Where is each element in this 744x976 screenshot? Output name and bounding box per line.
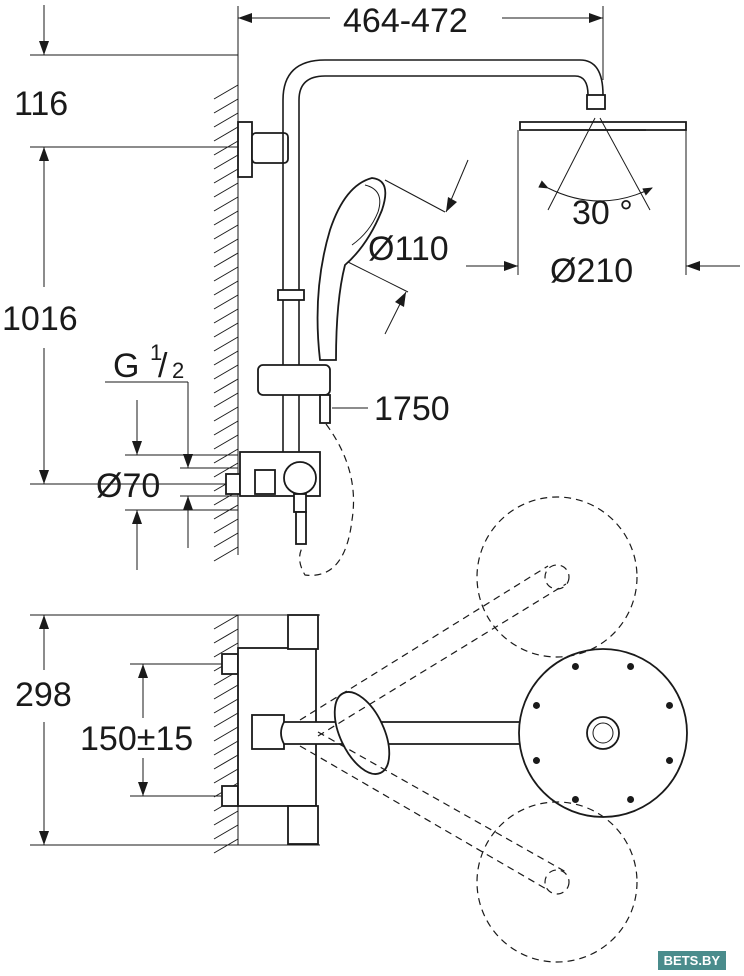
mount-hole xyxy=(571,796,579,804)
width-range-label: 464-472 xyxy=(343,2,468,40)
hatch-line xyxy=(213,448,239,464)
hose-length-label: 1750 xyxy=(374,390,450,428)
hand-shower-diameter-label: Ø110 xyxy=(368,230,449,268)
hand-shower: Ø110 xyxy=(316,159,469,361)
thread-denominator: 2 xyxy=(172,358,184,383)
hatch-line xyxy=(213,168,239,184)
hatch-line xyxy=(213,628,239,644)
hatch-line xyxy=(213,140,239,156)
head-shower-diameter-label: Ø210 xyxy=(550,252,633,290)
hatch-line xyxy=(213,754,239,770)
hatch-line xyxy=(213,614,239,630)
hatch-line xyxy=(213,84,239,100)
hose-dimension: 1750 xyxy=(299,390,450,576)
bracket-dimensions: 298 150±15 xyxy=(15,614,320,846)
hatch-line xyxy=(213,518,239,534)
hatch-line xyxy=(213,838,239,854)
width-dimension: 464-472 xyxy=(237,2,604,85)
hatch-line xyxy=(213,112,239,128)
hatch-line xyxy=(213,740,239,756)
head-disk xyxy=(518,648,688,818)
hatch-line xyxy=(213,98,239,114)
hatch-line xyxy=(213,768,239,784)
angle-label: 30 ° xyxy=(572,194,633,232)
mount-hole xyxy=(532,757,540,765)
shower-rail xyxy=(237,59,606,460)
hatch-line xyxy=(213,462,239,478)
wall-hatch-top xyxy=(213,84,239,562)
hatch-line xyxy=(213,406,239,422)
hatch-line xyxy=(213,504,239,520)
hatch-line xyxy=(213,308,239,324)
thread-numerator: 1 xyxy=(150,340,162,365)
hatch-line xyxy=(213,154,239,170)
height-label: 1016 xyxy=(2,300,78,338)
inlet-diameter-label: Ø70 xyxy=(96,467,160,505)
thread-label: G xyxy=(113,347,139,385)
thread-slash: / xyxy=(158,347,168,385)
swing-positions xyxy=(299,496,638,963)
inlet-spacing-label: 150±15 xyxy=(80,720,193,758)
hatch-line xyxy=(213,210,239,226)
hatch-line xyxy=(213,266,239,282)
mount-hole xyxy=(627,796,635,804)
hatch-line xyxy=(213,364,239,380)
vertical-dimensions: 116 1016 xyxy=(2,5,238,485)
thread-dimension: G 1 / 2 xyxy=(105,340,193,548)
hatch-line xyxy=(213,726,239,742)
hatch-line xyxy=(213,420,239,436)
hatch-line xyxy=(213,698,239,714)
hatch-line xyxy=(213,322,239,338)
hatch-line xyxy=(213,642,239,658)
mount-hole xyxy=(666,757,674,765)
hatch-line xyxy=(213,434,239,450)
bracket-height-label: 298 xyxy=(15,676,72,714)
hatch-line xyxy=(213,224,239,240)
hatch-line xyxy=(213,280,239,296)
hatch-line xyxy=(213,378,239,394)
hatch-line xyxy=(213,532,239,548)
inlet-diameter-dimension: Ø70 xyxy=(96,400,238,570)
hatch-line xyxy=(213,182,239,198)
hatch-line xyxy=(213,712,239,728)
hatch-line xyxy=(213,392,239,408)
hatch-line xyxy=(213,350,239,366)
hatch-line xyxy=(213,196,239,212)
hatch-line xyxy=(213,810,239,826)
head-shower: 30 ° Ø210 xyxy=(466,117,740,290)
hatch-line xyxy=(213,238,239,254)
hatch-line xyxy=(213,336,239,352)
mount-hole xyxy=(571,662,579,670)
hatch-line xyxy=(213,252,239,268)
hatch-line xyxy=(213,684,239,700)
top-offset-label: 116 xyxy=(14,85,68,123)
mount-hole xyxy=(666,701,674,709)
mount-hole xyxy=(532,701,540,709)
hatch-line xyxy=(213,824,239,840)
watermark: BETS.BY xyxy=(657,951,726,970)
wall-hatch-bottom xyxy=(213,614,239,854)
mount-hole xyxy=(627,662,635,670)
hatch-line xyxy=(213,126,239,142)
mixer-front xyxy=(225,451,321,545)
hatch-line xyxy=(213,294,239,310)
hatch-line xyxy=(213,546,239,562)
